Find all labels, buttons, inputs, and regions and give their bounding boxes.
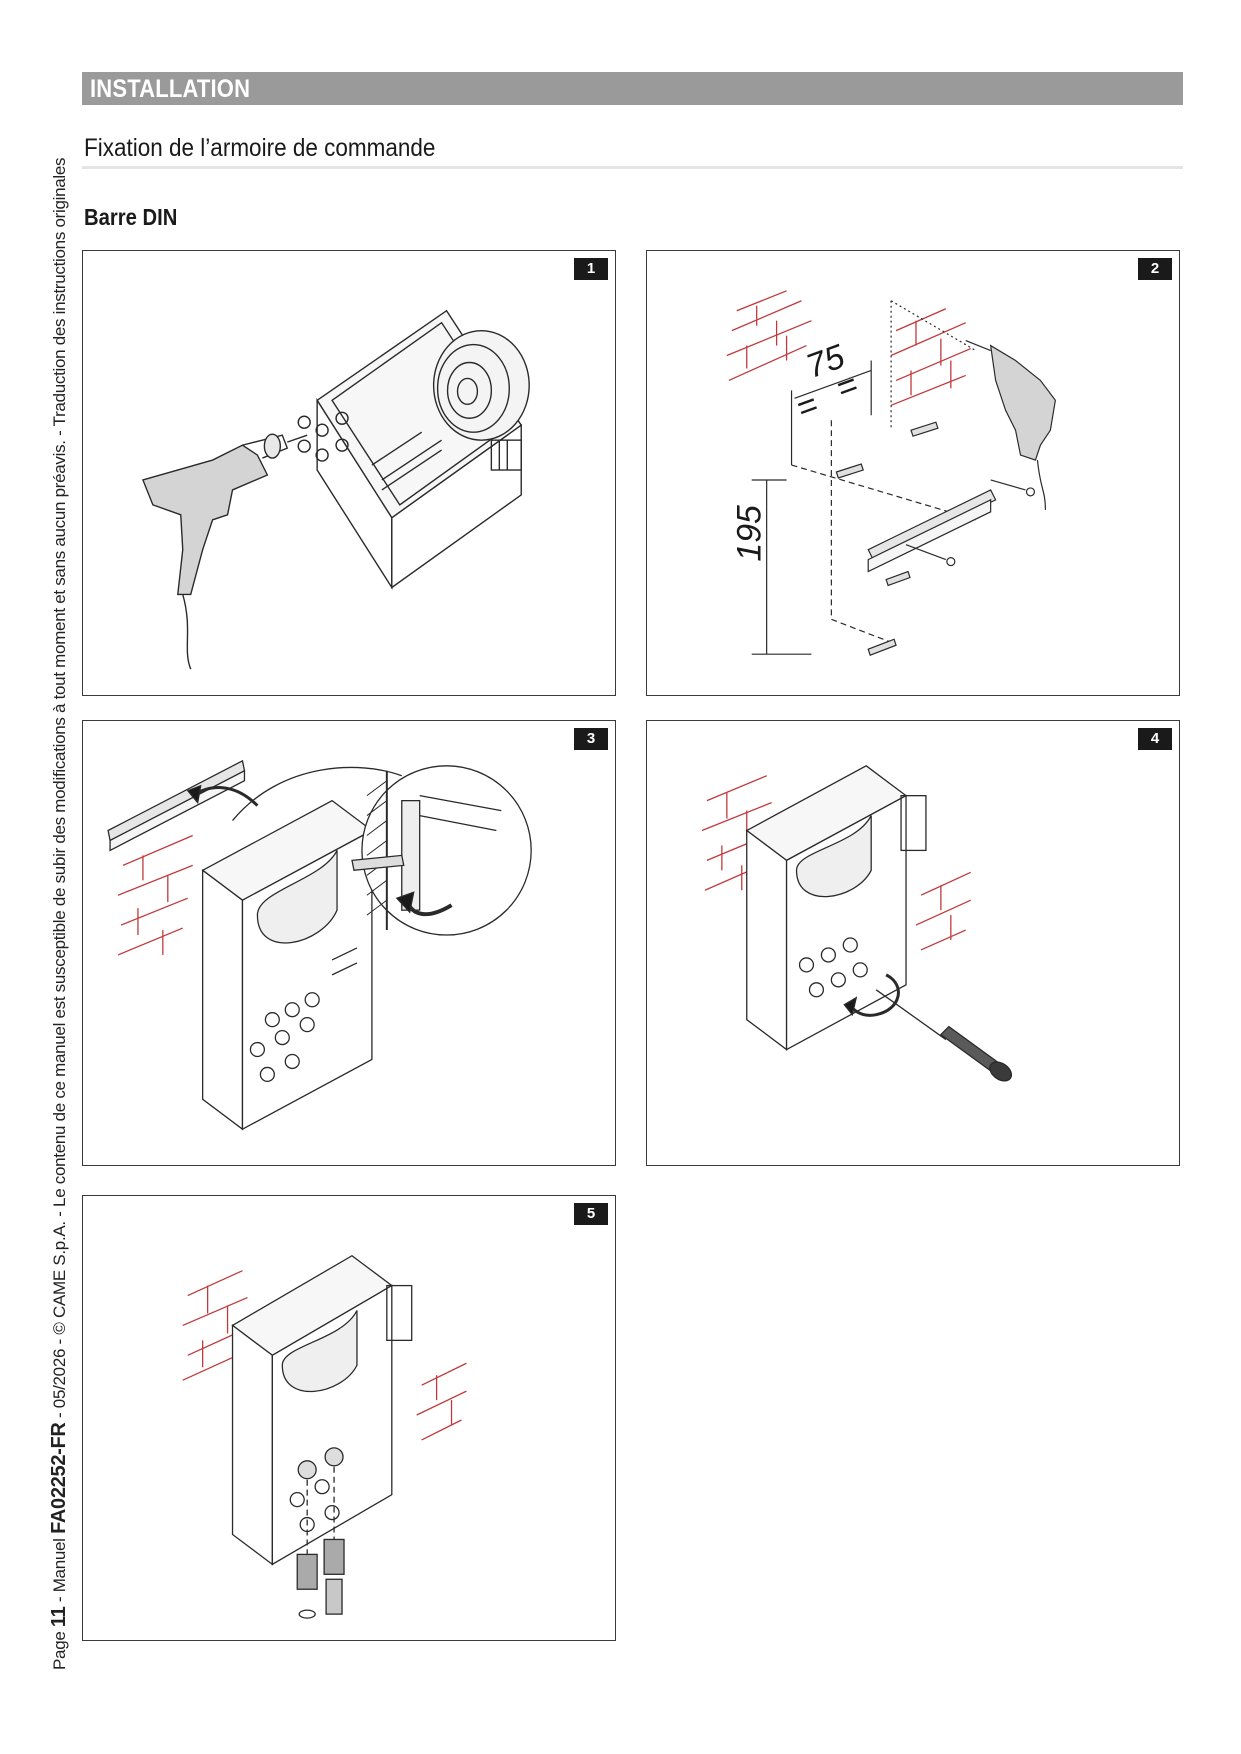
page-subtitle: Fixation de l’armoire de commande	[84, 134, 436, 162]
sidebar-footer: Page 11 - Manuel FA02252-FR - 05/2026 - …	[18, 70, 78, 1670]
page-number: 11	[48, 1606, 70, 1628]
height-dimension: 195	[731, 505, 769, 562]
hooking-cabinet-illustration	[107, 759, 532, 1131]
step-badge: 5	[574, 1203, 608, 1225]
section-title: INSTALLATION	[90, 75, 251, 103]
brick-wall-icon	[117, 834, 193, 956]
sidebar-text: Page 11 - Manuel FA02252-FR - 05/2026 - …	[48, 158, 71, 1670]
step-badge: 2	[1138, 258, 1172, 280]
manual-label: - Manuel	[50, 1533, 69, 1607]
brick-wall-icon	[182, 1270, 467, 1441]
brick-wall-icon	[726, 290, 971, 406]
step-badge: 3	[574, 728, 608, 750]
equal-mark-left: =	[791, 385, 823, 427]
copyright-notice: - 05/2026 - © CAME S.p.A. - Le contenu d…	[50, 157, 69, 1423]
figure-step-5: 5	[82, 1195, 616, 1641]
din-rail-mounting-illustration: 75 195 = =	[726, 290, 1056, 656]
equal-mark-right: =	[831, 365, 863, 407]
drilling-cabinet-illustration	[141, 309, 530, 670]
subtitle-divider	[82, 166, 1183, 169]
figure-step-4: 4	[646, 720, 1180, 1166]
subsection-title: Barre DIN	[84, 204, 178, 230]
page-label: Page	[50, 1627, 69, 1670]
step-badge: 4	[1138, 728, 1172, 750]
screw-fixing-illustration	[701, 765, 1013, 1082]
brick-wall-icon	[701, 775, 972, 951]
cable-glands-illustration	[182, 1254, 467, 1619]
step-badge: 1	[574, 258, 608, 280]
manual-code: FA02252-FR	[48, 1422, 70, 1534]
figure-step-1: 1	[82, 250, 616, 696]
figure-step-3: 3	[82, 720, 616, 1166]
section-header-bar: INSTALLATION	[82, 72, 1183, 105]
figure-step-2: 75 195 = = 2	[646, 250, 1180, 696]
